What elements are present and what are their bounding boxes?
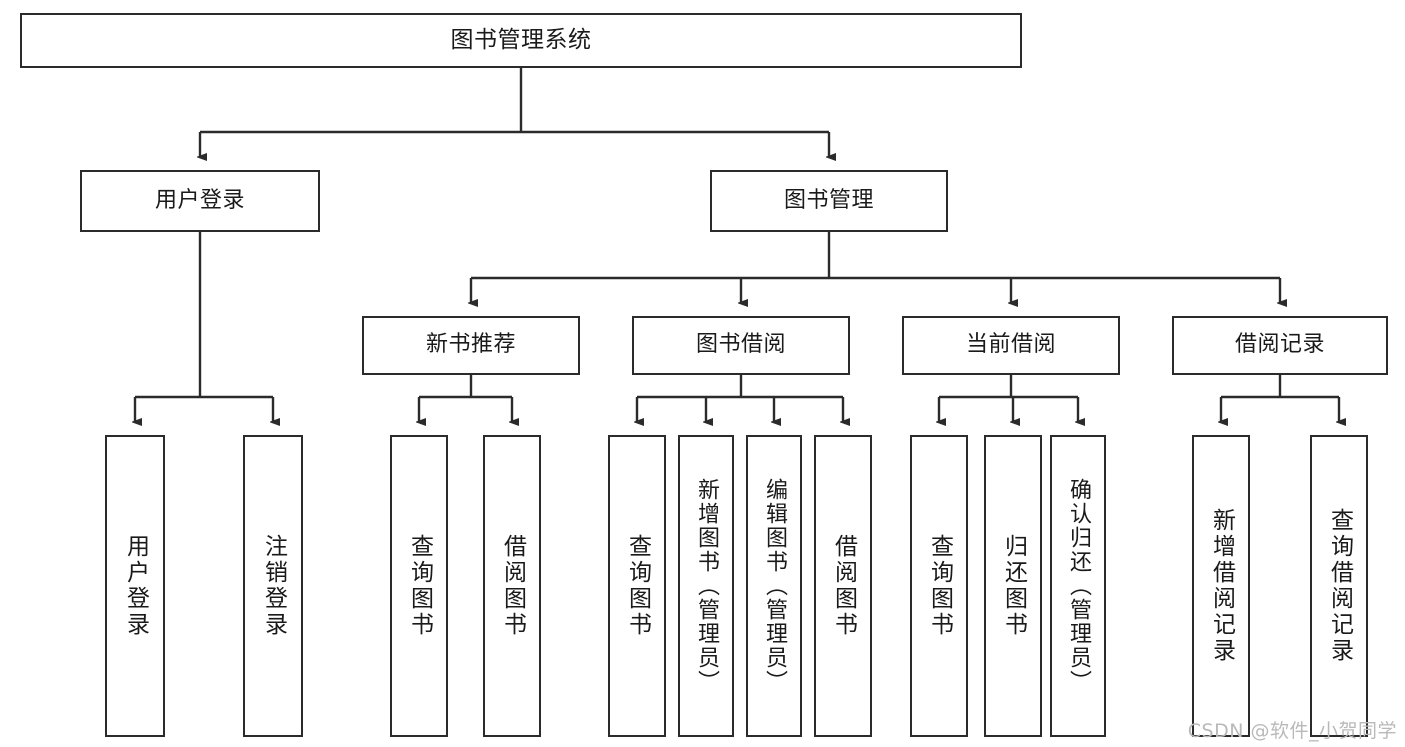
node-label: 查询图书 <box>624 534 651 638</box>
node-label: 确认归还（管理员） <box>1066 478 1091 694</box>
node-label: 新增借阅记录 <box>1208 508 1235 664</box>
node-leaf-query-book-3[interactable]: 查询图书 <box>910 435 968 737</box>
node-label: 查询图书 <box>406 534 433 638</box>
node-label: 图书借阅 <box>695 332 786 358</box>
node-leaf-query-book-1[interactable]: 查询图书 <box>390 435 448 737</box>
node-current-borrow[interactable]: 当前借阅 <box>902 316 1120 375</box>
node-leaf-add-record[interactable]: 新增借阅记录 <box>1192 435 1250 737</box>
node-label: 查询借阅记录 <box>1326 508 1353 664</box>
node-leaf-return-book[interactable]: 归还图书 <box>984 435 1042 737</box>
node-leaf-add-book[interactable]: 新增图书（管理员） <box>678 435 734 737</box>
node-label: 用户登录 <box>122 534 149 638</box>
node-new-book-rec[interactable]: 新书推荐 <box>362 316 580 375</box>
node-leaf-borrow-book-2[interactable]: 借阅图书 <box>814 435 872 737</box>
node-label: 用户登录 <box>154 187 245 213</box>
node-leaf-borrow-book-1[interactable]: 借阅图书 <box>483 435 541 737</box>
node-label: 当前借阅 <box>965 332 1056 358</box>
node-leaf-user-logout[interactable]: 注销登录 <box>243 435 303 737</box>
node-leaf-user-login[interactable]: 用户登录 <box>105 435 165 737</box>
node-borrow-record[interactable]: 借阅记录 <box>1172 316 1388 375</box>
node-label: 新增图书（管理员） <box>694 478 719 694</box>
node-book-manage[interactable]: 图书管理 <box>710 170 948 232</box>
node-leaf-edit-book[interactable]: 编辑图书（管理员） <box>746 435 802 737</box>
watermark: CSDN @软件_小贺同学 <box>1187 720 1397 742</box>
node-user-login[interactable]: 用户登录 <box>80 170 320 232</box>
node-label: 新书推荐 <box>425 332 516 358</box>
node-root[interactable]: 图书管理系统 <box>20 13 1022 68</box>
node-leaf-confirm-return[interactable]: 确认归还（管理员） <box>1050 435 1106 737</box>
node-label: 图书管理系统 <box>450 26 592 53</box>
node-leaf-query-book-2[interactable]: 查询图书 <box>608 435 666 737</box>
node-label: 注销登录 <box>260 534 287 638</box>
node-label: 归还图书 <box>1000 534 1027 638</box>
node-label: 编辑图书（管理员） <box>762 478 787 694</box>
node-label: 借阅记录 <box>1234 332 1325 358</box>
node-leaf-query-record[interactable]: 查询借阅记录 <box>1310 435 1368 737</box>
node-label: 借阅图书 <box>499 534 526 638</box>
node-label: 图书管理 <box>783 187 874 213</box>
node-book-borrow[interactable]: 图书借阅 <box>632 316 850 375</box>
node-label: 借阅图书 <box>830 534 857 638</box>
node-label: 查询图书 <box>926 534 953 638</box>
